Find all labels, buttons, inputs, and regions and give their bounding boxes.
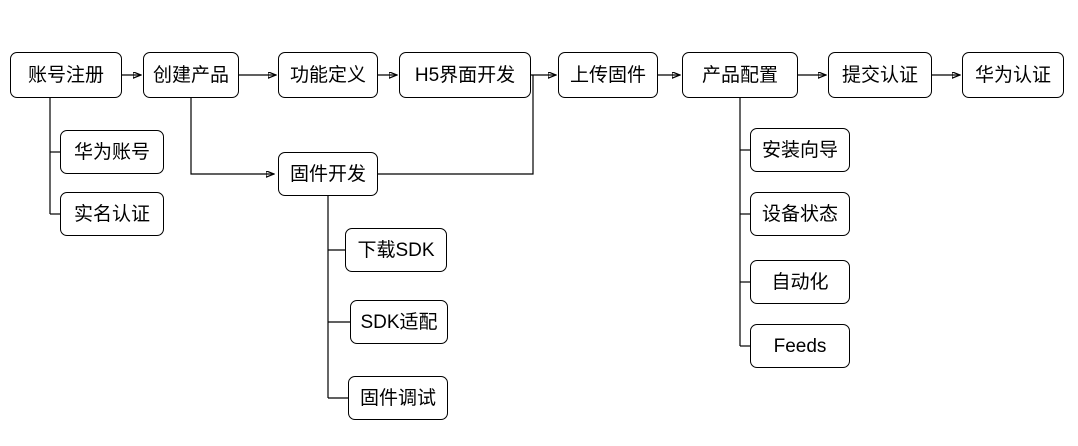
node-huawei-account[interactable]: 华为账号 [60, 130, 164, 174]
node-label: 账号注册 [27, 64, 104, 86]
node-label: 设备状态 [761, 203, 838, 225]
node-huawei-certification[interactable]: 华为认证 [962, 52, 1064, 98]
node-device-status[interactable]: 设备状态 [750, 192, 850, 236]
node-create-product[interactable]: 创建产品 [143, 52, 239, 98]
node-label: 实名认证 [73, 203, 150, 225]
node-function-definition[interactable]: 功能定义 [278, 52, 378, 98]
node-label: 自动化 [771, 271, 829, 293]
node-label: 华为账号 [73, 141, 150, 163]
node-sdk-adaptation[interactable]: SDK适配 [350, 300, 448, 344]
node-label: 产品配置 [701, 64, 778, 86]
node-download-sdk[interactable]: 下载SDK [345, 228, 447, 272]
node-label: 下载SDK [357, 239, 435, 261]
node-submit-certification[interactable]: 提交认证 [828, 52, 932, 98]
node-h5-ui-development[interactable]: H5界面开发 [399, 52, 531, 98]
edge-n1-n10 [190, 98, 274, 174]
node-label: 固件开发 [289, 163, 366, 185]
node-product-configuration[interactable]: 产品配置 [682, 52, 798, 98]
edge-n10-n4 [378, 75, 534, 175]
node-label: 提交认证 [841, 64, 918, 86]
node-installation-guide[interactable]: 安装向导 [750, 128, 850, 172]
node-label: 上传固件 [569, 64, 646, 86]
node-firmware-debugging[interactable]: 固件调试 [348, 376, 448, 420]
node-label: 安装向导 [761, 139, 838, 161]
node-label: 创建产品 [152, 64, 229, 86]
node-feeds[interactable]: Feeds [750, 324, 850, 368]
node-label: 华为认证 [974, 64, 1051, 86]
node-label: H5界面开发 [414, 64, 516, 86]
node-automation[interactable]: 自动化 [750, 260, 850, 304]
node-label: 固件调试 [359, 387, 436, 409]
node-label: SDK适配 [360, 311, 438, 333]
node-label: Feeds [773, 335, 827, 357]
node-upload-firmware[interactable]: 上传固件 [558, 52, 658, 98]
node-account-registration[interactable]: 账号注册 [10, 52, 122, 98]
node-real-name-verification[interactable]: 实名认证 [60, 192, 164, 236]
node-label: 功能定义 [289, 64, 366, 86]
node-firmware-development[interactable]: 固件开发 [278, 152, 378, 196]
